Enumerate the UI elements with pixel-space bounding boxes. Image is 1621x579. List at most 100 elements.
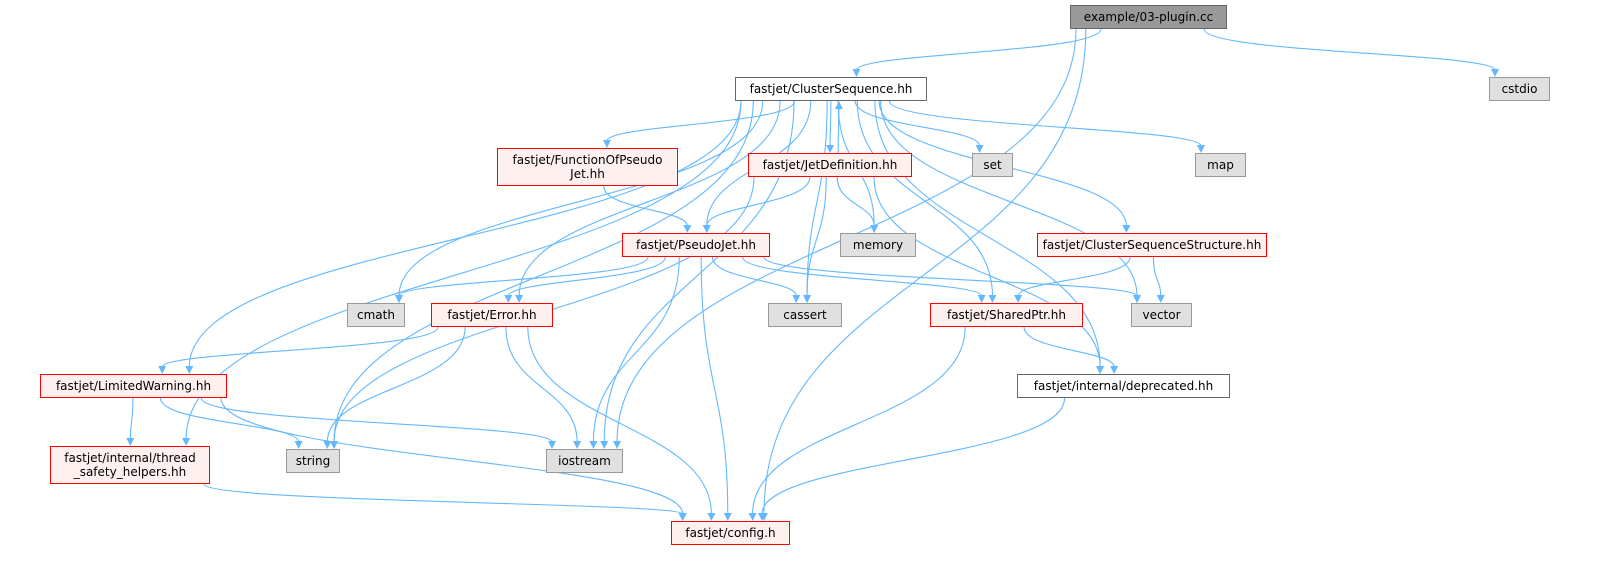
arrowhead-icon bbox=[613, 441, 621, 449]
arrowhead-icon bbox=[792, 295, 801, 303]
arrowhead-icon bbox=[683, 225, 692, 233]
edge-jetdef-to-cassert bbox=[806, 176, 827, 297]
node-funcpj[interactable]: fastjet/FunctionOfPseudo Jet.hh bbox=[497, 148, 678, 186]
arrowhead-icon bbox=[834, 101, 843, 109]
arrowhead-icon bbox=[1491, 69, 1499, 77]
arrowhead-icon bbox=[126, 438, 135, 446]
edge-pseudojet-to-cmath bbox=[398, 256, 649, 297]
arrowhead-icon bbox=[988, 295, 997, 303]
edge-clusterseq-to-vector bbox=[880, 100, 1138, 297]
arrowhead-icon bbox=[1122, 225, 1131, 233]
edge-jetdef-to-pseudojet bbox=[706, 176, 811, 227]
edge-limwarn-to-threadsafe bbox=[129, 397, 134, 440]
edge-error-to-config bbox=[527, 326, 712, 515]
node-cstdio[interactable]: cstdio bbox=[1489, 77, 1550, 101]
edge-pseudojet-to-error bbox=[507, 256, 666, 297]
edge-clusterseq-to-limwarn bbox=[188, 100, 742, 368]
edge-clusterseq-to-funcpj bbox=[606, 100, 796, 142]
edge-clusterseq-to-cmath bbox=[398, 100, 764, 297]
edge-sharedptr-to-deprecated bbox=[1023, 326, 1115, 368]
edge-pseudojet-to-sharedptr bbox=[742, 256, 983, 297]
edge-plugin-to-clusterseq bbox=[855, 28, 1102, 71]
arrowhead-icon bbox=[294, 441, 303, 449]
arrowhead-icon bbox=[600, 441, 609, 449]
edge-error-to-string bbox=[326, 326, 466, 443]
edge-jetdef-to-clusterseq bbox=[837, 107, 840, 154]
arrowhead-icon bbox=[1156, 295, 1165, 303]
node-csstruct[interactable]: fastjet/ClusterSequenceStructure.hh bbox=[1037, 233, 1267, 257]
arrowhead-icon bbox=[573, 441, 582, 449]
arrowhead-icon bbox=[1014, 295, 1023, 303]
edge-clusterseq-to-error bbox=[518, 100, 781, 297]
edge-jetdef-to-memory bbox=[836, 176, 875, 227]
edge-limwarn-to-config bbox=[220, 397, 684, 515]
arrowhead-icon bbox=[158, 366, 167, 374]
arrowhead-icon bbox=[1133, 295, 1141, 303]
arrowhead-icon bbox=[504, 295, 513, 303]
node-string[interactable]: string bbox=[286, 449, 340, 473]
arrowhead-icon bbox=[757, 513, 766, 521]
arrowhead-icon bbox=[330, 441, 338, 449]
node-jetdef[interactable]: fastjet/JetDefinition.hh bbox=[748, 153, 912, 177]
node-set[interactable]: set bbox=[972, 153, 1013, 177]
node-iostream[interactable]: iostream bbox=[546, 449, 623, 473]
arrowhead-icon bbox=[870, 225, 879, 233]
node-vector[interactable]: vector bbox=[1131, 303, 1192, 327]
arrowhead-icon bbox=[1197, 145, 1205, 153]
node-pseudojet[interactable]: fastjet/PseudoJet.hh bbox=[622, 233, 770, 257]
edge-pseudojet-to-cassert bbox=[711, 256, 797, 297]
node-deprecated[interactable]: fastjet/internal/deprecated.hh bbox=[1017, 374, 1230, 398]
edge-plugin-to-config bbox=[763, 28, 1087, 515]
node-threadsafe[interactable]: fastjet/internal/thread _safety_helpers.… bbox=[50, 446, 210, 484]
edge-pseudojet-to-vector bbox=[763, 256, 1138, 297]
arrowhead-icon bbox=[395, 295, 403, 303]
edge-sharedptr-to-config bbox=[752, 326, 966, 515]
arrowhead-icon bbox=[589, 441, 598, 449]
arrowhead-icon bbox=[1110, 366, 1119, 374]
arrowhead-icon bbox=[182, 438, 191, 446]
edge-funcpj-to-pseudojet bbox=[603, 185, 688, 227]
edge-plugin-to-cstdio bbox=[1203, 28, 1496, 71]
arrowhead-icon bbox=[707, 513, 716, 521]
arrowhead-icon bbox=[975, 145, 984, 153]
arrowhead-icon bbox=[723, 513, 732, 521]
edge-jetdef-to-deprecated bbox=[873, 176, 1101, 368]
edge-clusterseq-to-jetdef bbox=[829, 100, 832, 147]
node-memory[interactable]: memory bbox=[840, 233, 916, 257]
arrowhead-icon bbox=[826, 145, 835, 153]
arrowhead-icon bbox=[803, 295, 811, 303]
edge-pseudojet-to-config bbox=[700, 256, 729, 515]
node-plugin[interactable]: example/03-plugin.cc bbox=[1070, 5, 1227, 29]
node-map[interactable]: map bbox=[1195, 153, 1246, 177]
edge-csstruct-to-vector bbox=[1152, 256, 1162, 297]
node-config[interactable]: fastjet/config.h bbox=[671, 521, 790, 545]
arrowhead-icon bbox=[977, 295, 986, 303]
arrowhead-icon bbox=[185, 366, 194, 374]
arrowhead-icon bbox=[678, 513, 687, 521]
edge-clusterseq-to-string bbox=[333, 100, 754, 443]
arrowhead-icon bbox=[748, 513, 757, 521]
arrowhead-icon bbox=[852, 69, 861, 77]
edge-limwarn-to-iostream bbox=[200, 397, 553, 443]
node-limwarn[interactable]: fastjet/LimitedWarning.hh bbox=[40, 374, 227, 398]
node-cassert[interactable]: cassert bbox=[768, 303, 842, 327]
arrowhead-icon bbox=[702, 225, 711, 233]
node-clusterseq[interactable]: fastjet/ClusterSequence.hh bbox=[735, 77, 927, 101]
arrowhead-icon bbox=[1096, 366, 1105, 374]
node-error[interactable]: fastjet/Error.hh bbox=[431, 303, 553, 327]
arrowhead-icon bbox=[515, 295, 524, 303]
edge-clusterseq-to-cassert bbox=[806, 100, 828, 297]
node-sharedptr[interactable]: fastjet/SharedPtr.hh bbox=[930, 303, 1083, 327]
edge-clusterseq-to-map bbox=[888, 100, 1202, 147]
arrowhead-icon bbox=[323, 441, 332, 449]
edge-clusterseq-to-set bbox=[854, 100, 981, 147]
arrowhead-icon bbox=[602, 140, 611, 148]
edge-error-to-limwarn bbox=[161, 326, 439, 368]
edge-clusterseq-to-deprecated bbox=[874, 100, 1101, 368]
edge-csstruct-to-sharedptr bbox=[1017, 256, 1131, 297]
edge-deprecated-to-config bbox=[761, 397, 1066, 515]
edge-error-to-iostream bbox=[505, 326, 578, 443]
edge-clusterseq-to-sharedptr bbox=[856, 100, 994, 297]
arrowhead-icon bbox=[548, 441, 556, 449]
node-cmath[interactable]: cmath bbox=[347, 303, 405, 327]
